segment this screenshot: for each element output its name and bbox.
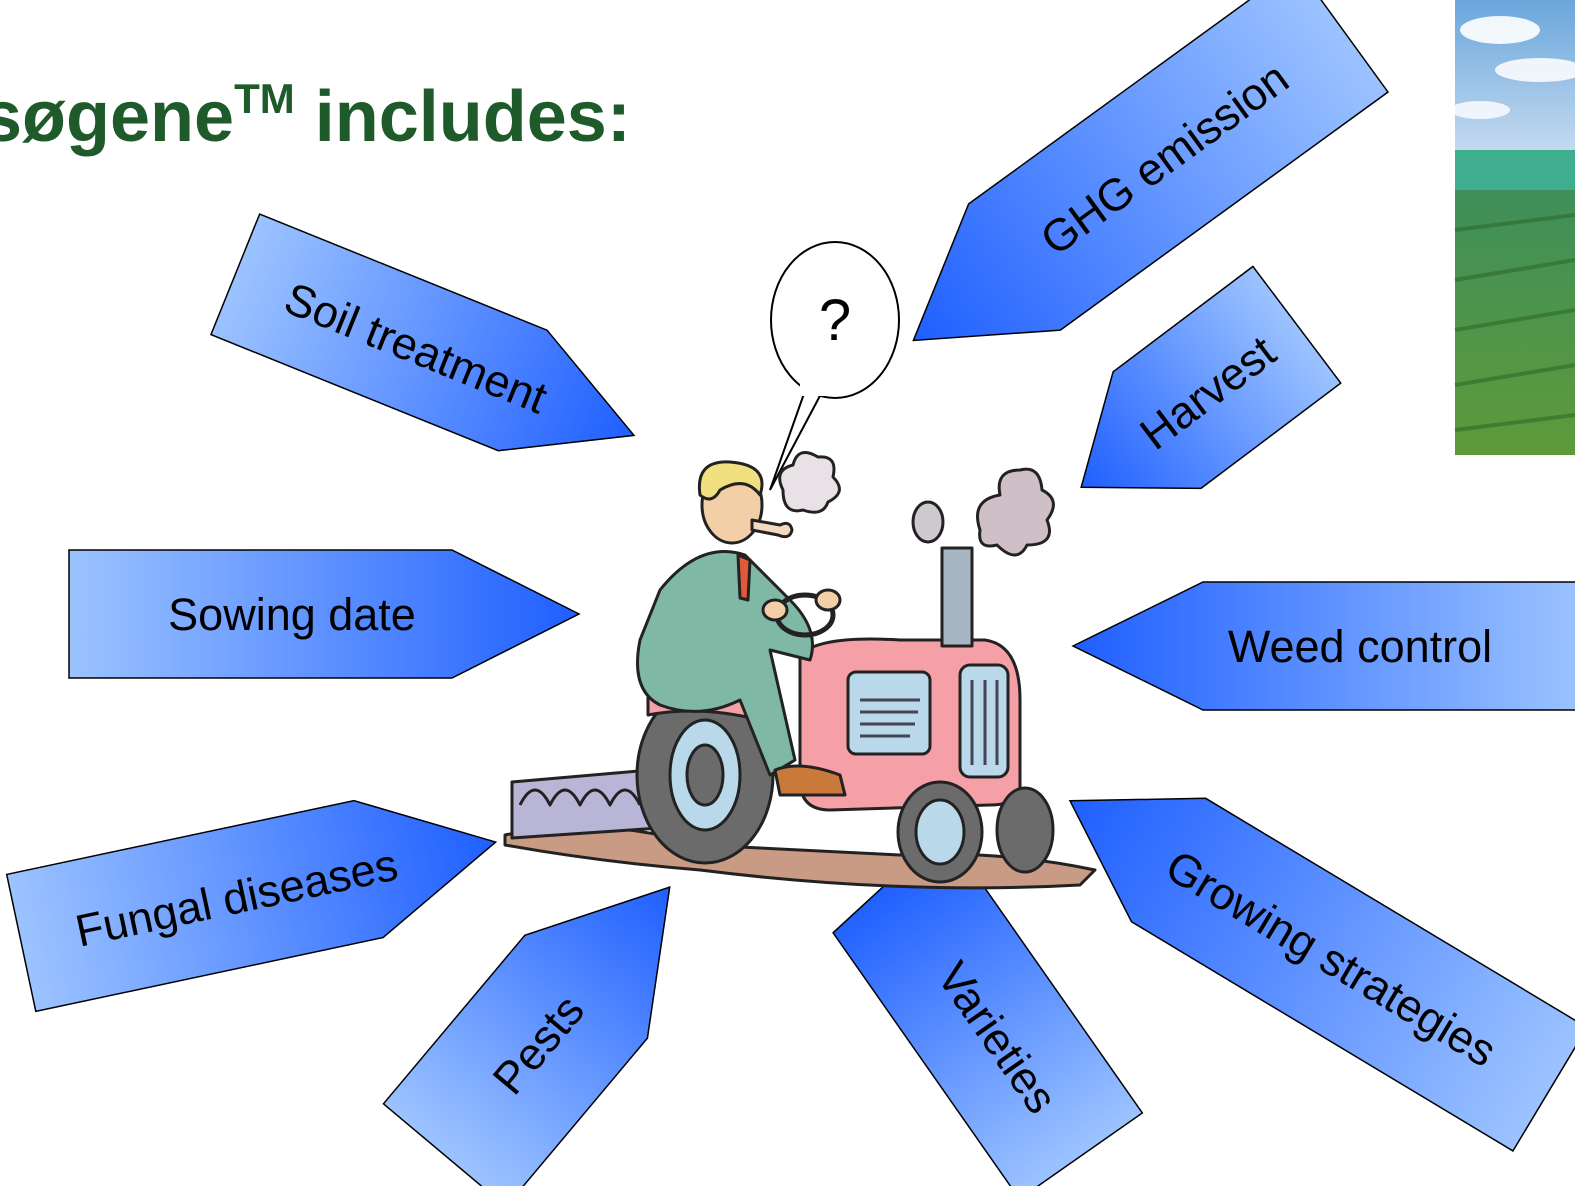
arrow-varieties: Varieties bbox=[832, 845, 1144, 1186]
slide-title: søgeneTM includes: bbox=[0, 75, 631, 154]
arrow-soil-treatment: Soil treatment bbox=[209, 213, 636, 452]
title-superscript: TM bbox=[234, 75, 295, 122]
field-photo bbox=[1450, 0, 1575, 455]
farmer-on-tractor-clipart bbox=[503, 451, 1097, 890]
speech-bubble: ? bbox=[769, 241, 900, 491]
arrow-fungal-diseases: Fungal diseases bbox=[5, 799, 498, 1013]
title-suffix: includes: bbox=[294, 77, 631, 157]
arrow-weed-control: Weed control bbox=[1071, 581, 1575, 711]
arrow-label-weed-control: Weed control bbox=[1228, 621, 1492, 672]
arrow-label-sowing-date: Sowing date bbox=[168, 589, 416, 640]
title-prefix: søgene bbox=[0, 77, 235, 157]
arrow-harvest: Harvest bbox=[1080, 265, 1342, 490]
bubble-question-mark: ? bbox=[819, 288, 851, 353]
arrow-pests: Pests bbox=[382, 886, 671, 1186]
arrow-sowing-date: Sowing date bbox=[68, 549, 581, 679]
